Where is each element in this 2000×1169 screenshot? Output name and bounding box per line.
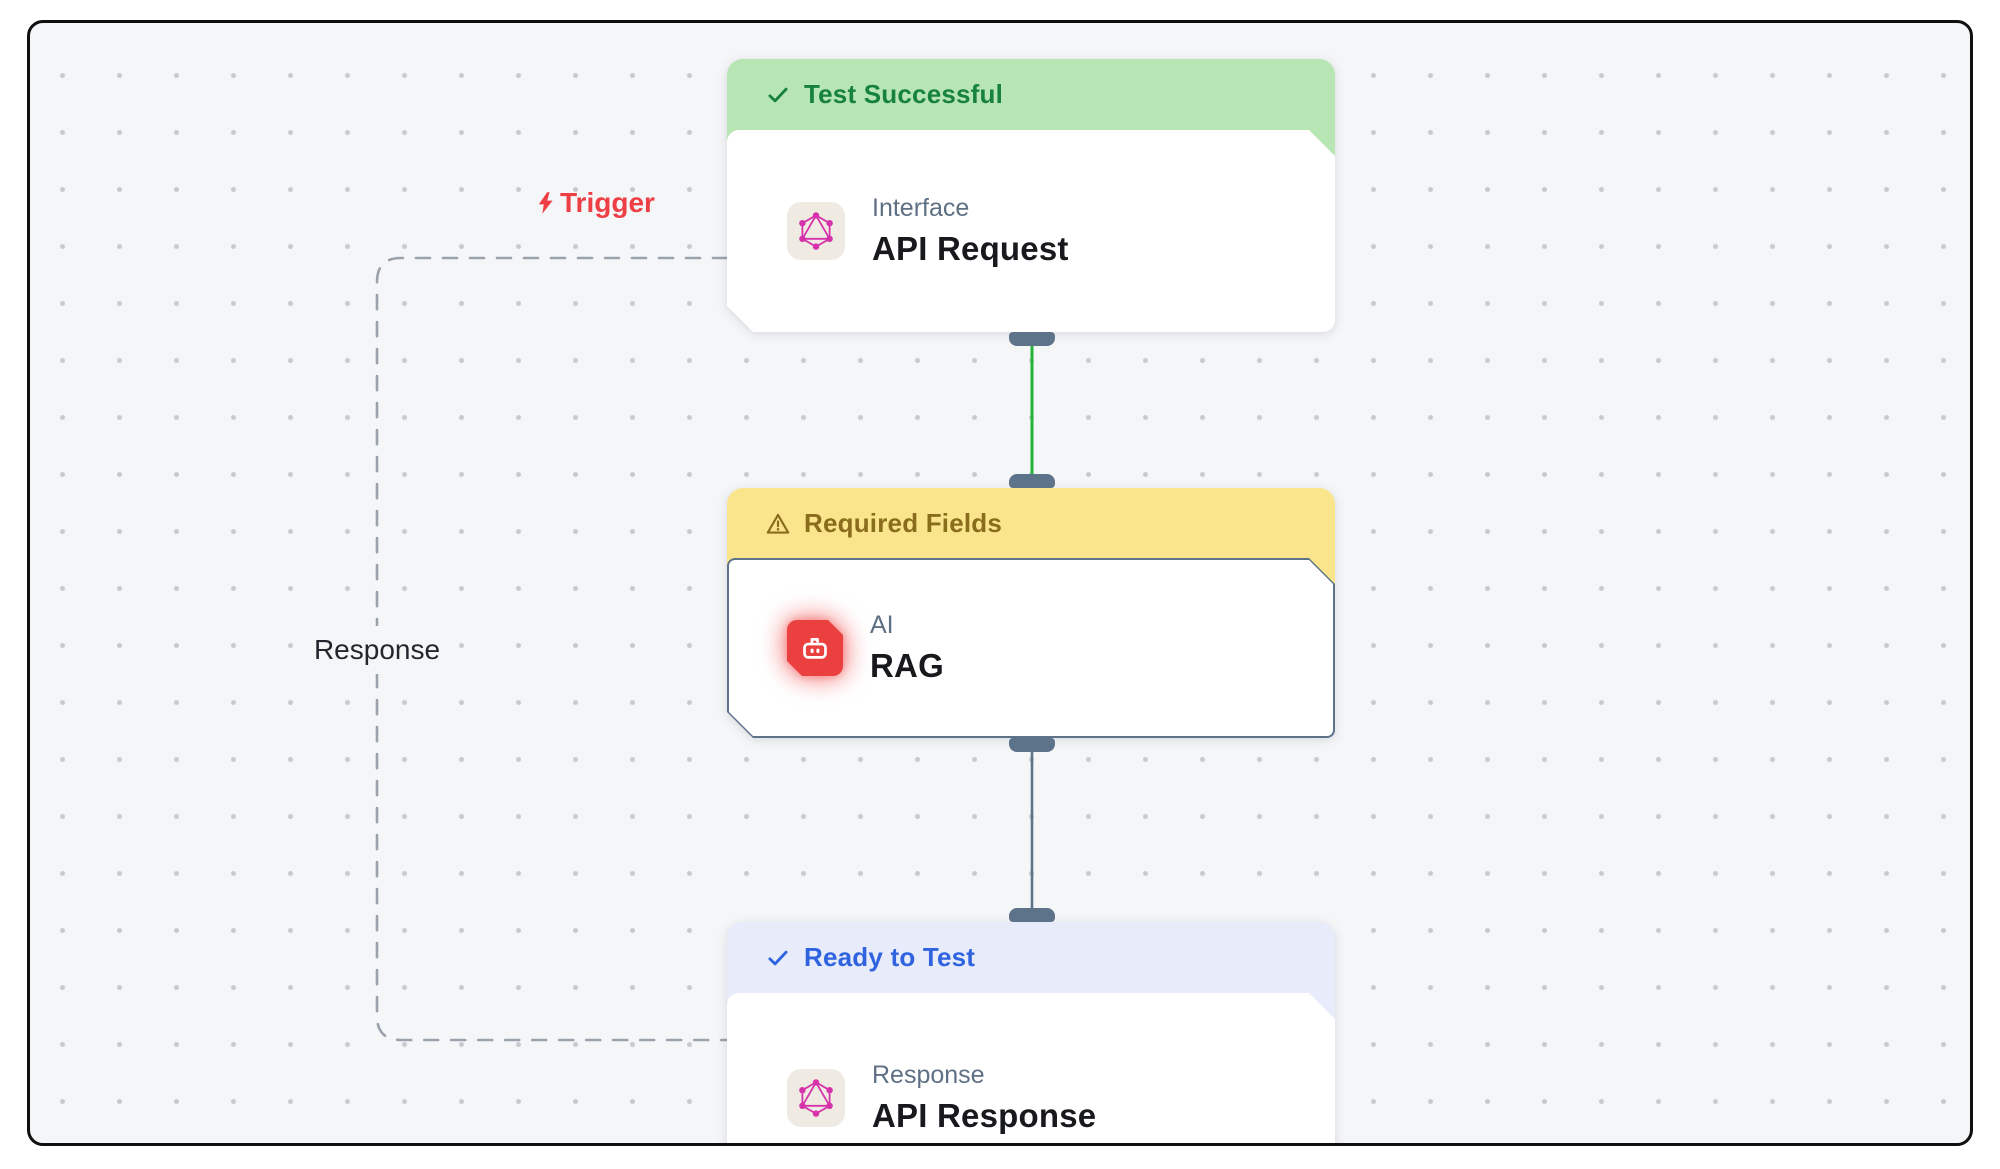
status-text: Ready to Test — [804, 942, 976, 972]
check-icon — [765, 82, 791, 108]
response-edge-label: Response — [301, 626, 453, 674]
graphql-icon — [787, 202, 845, 260]
flow-canvas[interactable]: Trigger Response Test Successful — [27, 20, 1973, 1146]
graphql-icon — [787, 1069, 845, 1127]
node-title: API Request — [872, 230, 1069, 267]
port-rag-output[interactable] — [1009, 738, 1055, 752]
node-title: RAG — [870, 647, 944, 684]
node-category: AI — [870, 611, 894, 639]
check-icon — [765, 945, 791, 971]
warning-icon — [765, 511, 791, 537]
response-edge-label-text: Response — [313, 634, 441, 665]
node-title: API Response — [872, 1097, 1097, 1134]
port-rag-input[interactable] — [1009, 474, 1055, 488]
status-text: Test Successful — [804, 79, 1004, 109]
node-api-response[interactable]: Ready to Test — [727, 922, 1335, 1146]
trigger-edge-label-text: Trigger — [560, 187, 655, 218]
port-api-request-output[interactable] — [1009, 332, 1055, 346]
lightning-bolt-icon — [534, 190, 558, 216]
trigger-edge-label: Trigger — [534, 187, 655, 219]
node-category: Response — [872, 1061, 985, 1089]
port-api-response-input[interactable] — [1009, 908, 1055, 922]
robot-icon — [787, 620, 843, 676]
status-text: Required Fields — [804, 508, 1003, 538]
node-rag[interactable]: Required Fields — [727, 488, 1335, 738]
node-api-request[interactable]: Test Successful — [727, 59, 1335, 332]
node-category: Interface — [872, 194, 970, 222]
